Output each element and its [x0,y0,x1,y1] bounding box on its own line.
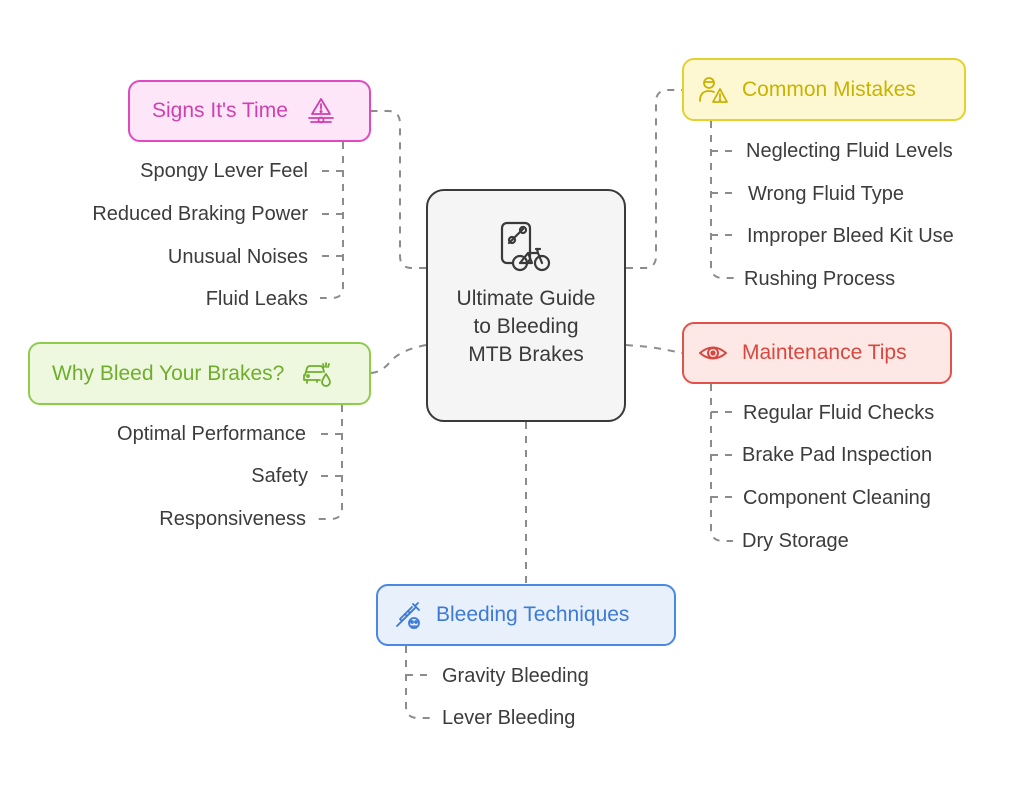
branch-label: Common Mistakes [742,77,916,101]
list-item: Rushing Process [744,268,896,290]
eye-icon [698,338,728,368]
central-topic[interactable]: Ultimate Guide to Bleeding MTB Brakes [426,189,626,422]
list-item: Reduced Braking Power [92,203,308,225]
branch-label: Signs It's Time [152,99,288,122]
list-item: Brake Pad Inspection [742,444,933,466]
phone-bike-icon [498,219,554,275]
list-item: Component Cleaning [743,487,931,509]
branch-why-bleed[interactable]: Why Bleed Your Brakes? [28,342,371,405]
connector-mistakes-trunk [710,121,735,279]
branch-bleeding-techniques[interactable]: Bleeding Techniques [376,584,676,646]
list-item: Spongy Lever Feel [140,160,308,182]
list-item: Neglecting Fluid Levels [746,140,953,162]
connector-techniques-trunk [405,646,432,719]
list-item: Responsiveness [159,508,306,530]
branch-label: Bleeding Techniques [436,603,630,626]
list-item: Wrong Fluid Type [748,183,905,205]
list-item: Safety [251,465,308,487]
connector-center-maintenance [625,344,683,354]
list-item: Regular Fluid Checks [743,402,935,424]
connector-center-mistakes [626,89,682,269]
branch-label: Why Bleed Your Brakes? [52,361,285,385]
car-fluid-icon [302,359,332,389]
branch-label: Maintenance Tips [742,341,907,364]
syringe-skull-icon [392,600,422,630]
list-item: Unusual Noises [167,246,308,268]
connector-why-trunk [318,405,343,520]
list-item: Improper Bleed Kit Use [747,225,954,247]
central-topic-title: Ultimate Guide to Bleeding MTB Brakes [456,287,596,366]
person-warning-icon [698,75,728,105]
branch-common-mistakes[interactable]: Common Mistakes [682,58,966,121]
list-item: Fluid Leaks [205,288,308,310]
list-item: Dry Storage [742,530,849,552]
warning-alarm-icon [306,96,336,126]
connector-maintenance-trunk [710,384,733,542]
list-item: Lever Bleeding [442,707,576,729]
list-item: Optimal Performance [117,423,306,445]
connector-signs-trunk [320,142,344,299]
connector-center-why [370,344,427,374]
branch-signs-its-time[interactable]: Signs It's Time [128,80,371,142]
branch-maintenance-tips[interactable]: Maintenance Tips [682,322,952,384]
connector-center-signs [371,110,426,269]
list-item: Gravity Bleeding [442,665,589,687]
